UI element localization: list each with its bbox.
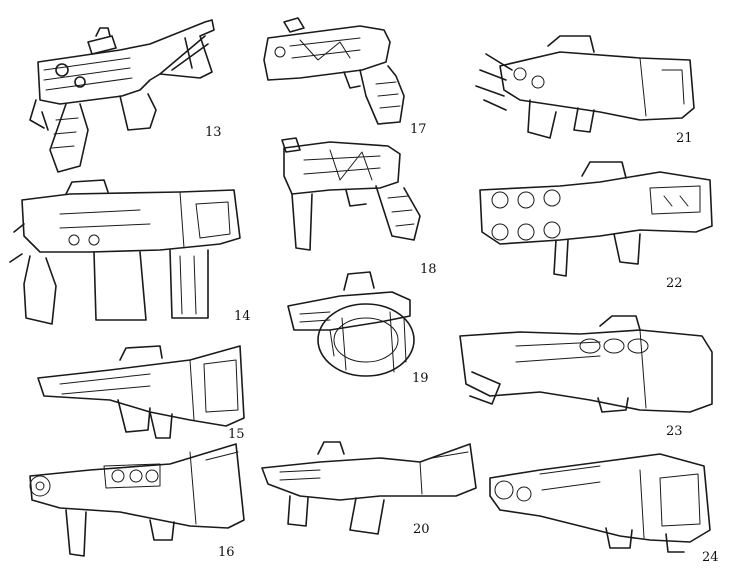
sketch-number-17: 17 [410, 122, 427, 137]
weapon-sketch-22 [479, 161, 713, 277]
sketch-number-21: 21 [676, 131, 693, 146]
sketch-number-15: 15 [228, 427, 245, 442]
weapon-sketch-13 [29, 19, 215, 173]
sketch-number-20: 20 [413, 522, 430, 537]
weapon-sketch-23 [459, 315, 713, 413]
weapon-sketch-17 [263, 17, 405, 125]
weapon-sketch-14 [9, 179, 241, 325]
sketch-number-16: 16 [218, 545, 235, 560]
weapon-sketch-18 [281, 137, 421, 251]
sketch-number-14: 14 [234, 309, 251, 324]
weapon-sketch-21 [475, 35, 695, 139]
sketch-number-23: 23 [666, 424, 683, 439]
weapon-sketch-16 [29, 443, 245, 557]
sketch-number-18: 18 [420, 262, 437, 277]
sketch-number-19: 19 [412, 371, 429, 386]
weapon-sketch-19 [287, 271, 415, 377]
weapon-sketch-20 [261, 441, 477, 535]
sketch-number-22: 22 [666, 276, 683, 291]
sketch-number-24: 24 [702, 550, 719, 565]
sketch-number-13: 13 [205, 125, 222, 140]
weapon-sketch-15 [37, 345, 245, 439]
weapon-sketch-24 [489, 453, 711, 553]
